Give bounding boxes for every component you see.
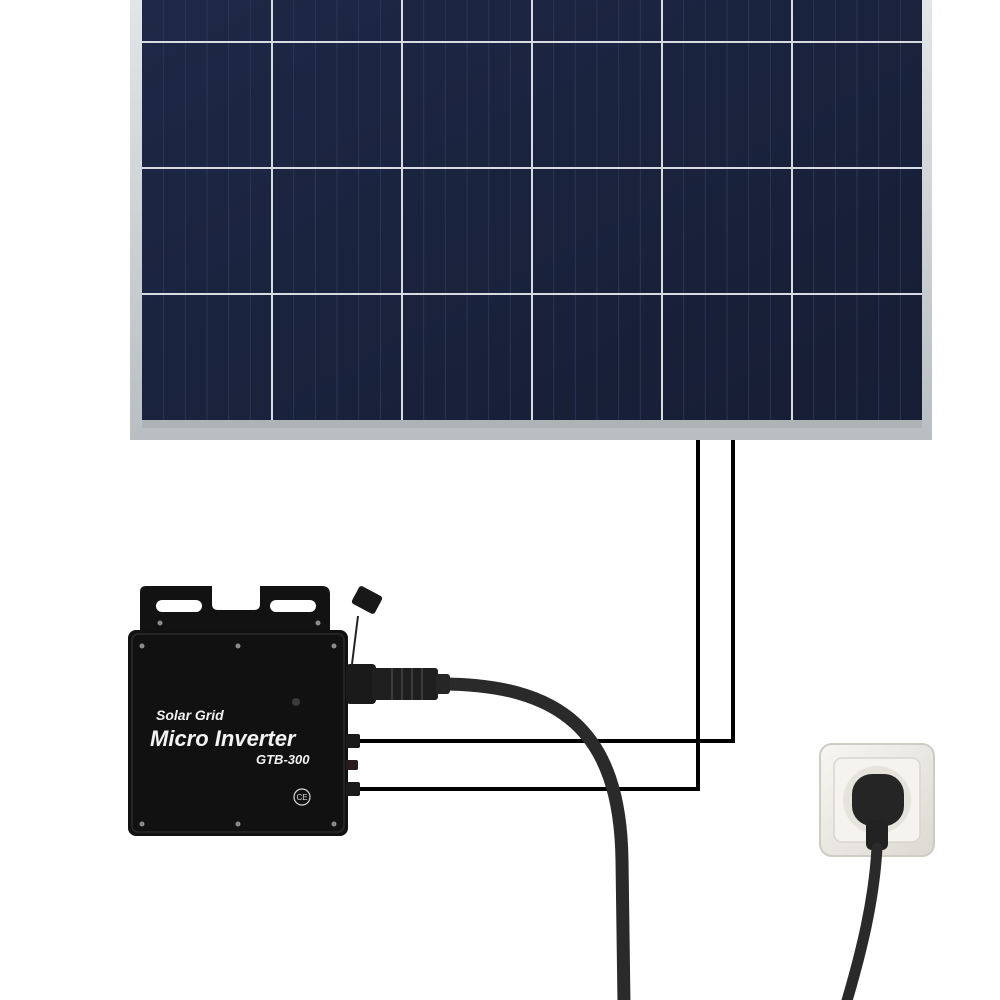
ce-mark-label: CE [296,793,307,802]
ground-screw [346,760,358,770]
inverter-housing [128,630,348,836]
connector-cap [351,586,383,665]
product-name: Micro Inverter [150,726,297,751]
model-number: GTB-300 [256,752,310,767]
ce-mark-icon: CE [293,788,311,806]
micro-inverter: Solar Grid Micro Inverter GTB-300 CE [128,586,450,836]
brand-line: Solar Grid [156,707,224,723]
plug-cable [841,842,883,1000]
status-led [292,698,300,706]
dc-terminal-positive [346,734,360,748]
panel-cell-grid [142,0,922,420]
bracket-slot-left [156,600,202,612]
solar-panel [130,0,932,440]
ac-connector [346,664,450,704]
dc-wire-positive [356,440,735,743]
dc-terminal-negative [346,782,360,796]
housing-screws [139,620,337,827]
bracket-slot-right [270,600,316,612]
dc-wires [356,440,735,791]
ac-output-cable [433,677,631,1000]
power-plug-icon [841,774,904,1000]
dc-wire-negative [356,440,700,791]
mounting-bracket [140,586,330,636]
panel-bottom-bar [142,420,922,428]
